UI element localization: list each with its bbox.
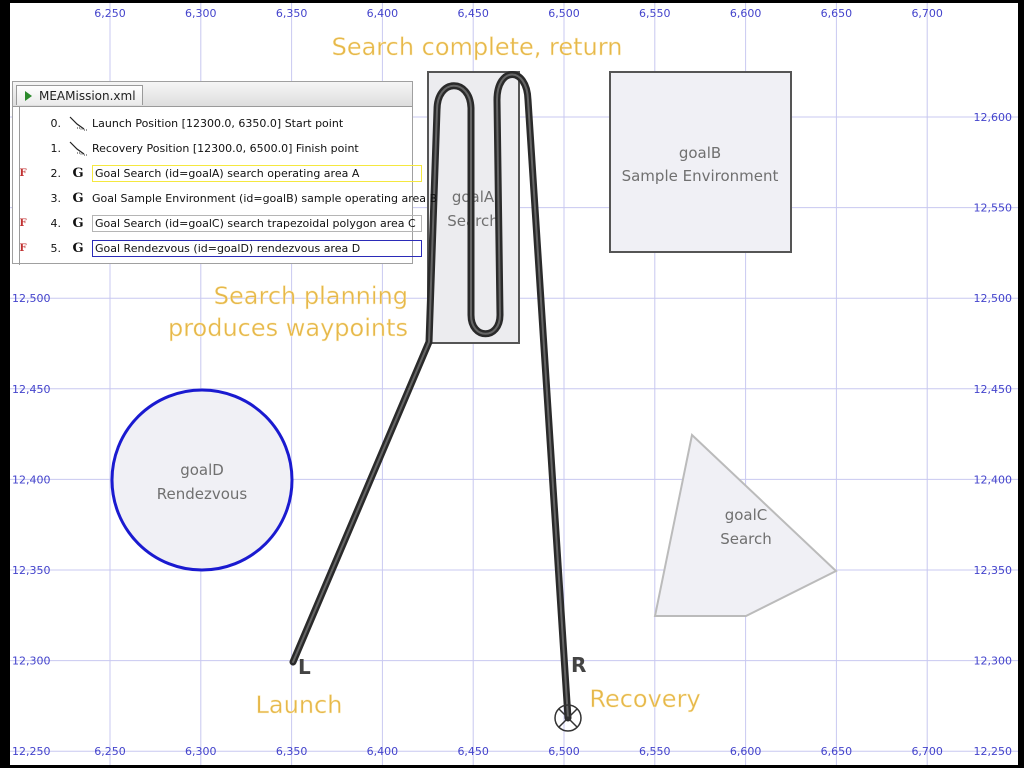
- goalB-name: goalB: [679, 144, 721, 162]
- goalD-name: goalD: [180, 461, 224, 479]
- x-tick-label: 6,550: [639, 745, 671, 758]
- x-tick-label: 6,550: [639, 7, 671, 20]
- goal-icon: G: [67, 214, 89, 232]
- goalC-name: goalC: [725, 506, 768, 524]
- goal-glyph: G: [72, 165, 84, 181]
- panel-tab-bar: MEAMission.xml: [13, 82, 412, 107]
- mission-item-text: Goal Sample Environment (id=goalB) sampl…: [92, 192, 438, 205]
- x-tick-label: 6,300: [185, 745, 217, 758]
- callout-planning-2: produces waypoints: [168, 314, 408, 342]
- callout-return: Search complete, return: [332, 33, 623, 61]
- x-tick-label: 6,350: [276, 745, 308, 758]
- mission-item[interactable]: 1. Recovery Position [12300.0, 6500.0] Fi…: [20, 136, 412, 161]
- y-tick-label: 12,550: [974, 202, 1013, 215]
- goalD-area[interactable]: [110, 388, 294, 572]
- goalC-area[interactable]: [653, 433, 838, 617]
- x-tick-label: 6,350: [276, 7, 308, 20]
- x-tick-label: 6,250: [94, 7, 126, 20]
- x-tick-label: 6,400: [367, 745, 399, 758]
- y-tick-label: 12,300: [12, 655, 51, 668]
- x-tick-label: 6,450: [457, 745, 489, 758]
- callout-recovery: Recovery: [589, 685, 700, 713]
- mission-item-index: 5.: [50, 242, 62, 255]
- goalC-label: Search: [720, 530, 772, 548]
- launch-marker[interactable]: L: [298, 655, 311, 679]
- goal-icon: G: [67, 164, 89, 182]
- y-tick-label: 12,300: [974, 655, 1013, 668]
- mission-panel: MEAMission.xml 0. Launch Position [12300.…: [12, 81, 438, 265]
- y-tick-label: 12,400: [974, 473, 1013, 486]
- x-tick-label: 6,700: [911, 745, 943, 758]
- goal-glyph: G: [72, 190, 84, 206]
- goalD-label: Rendezvous: [157, 485, 248, 503]
- callout-planning-1: Search planning: [214, 282, 408, 310]
- failure-flag-icon: F: [19, 168, 27, 179]
- mission-item-list[interactable]: 0. Launch Position [12300.0, 6350.0] Star…: [19, 107, 438, 265]
- y-tick-label: 12,350: [974, 564, 1013, 577]
- x-tick-label: 6,450: [457, 7, 489, 20]
- mission-item-index: 0.: [50, 117, 62, 130]
- mission-item-text: Goal Search (id=goalC) search trapezoida…: [92, 215, 422, 232]
- y-tick-label: 12,250: [12, 745, 51, 758]
- x-tick-label: 6,250: [94, 745, 126, 758]
- mission-item[interactable]: 3. G Goal Sample Environment (id=goalB) sa…: [20, 186, 438, 211]
- axis-ticks: 6,250 6,250 6,300 6,300 6,350 6,350 6,400 6,400…: [12, 7, 1012, 758]
- mission-item-text: Recovery Position [12300.0, 6500.0] Fini…: [92, 142, 359, 155]
- y-tick-label: 12,500: [974, 292, 1013, 305]
- x-tick-label: 6,600: [730, 745, 762, 758]
- tab-mission-file[interactable]: MEAMission.xml: [16, 85, 143, 105]
- goal-glyph: G: [72, 240, 84, 256]
- callout-launch: Launch: [256, 691, 343, 719]
- vehicle-path-highlight: [292, 73, 569, 719]
- mission-item-index: 1.: [50, 142, 62, 155]
- waypoint-start-icon: [67, 114, 89, 132]
- recovery-marker[interactable]: R: [571, 653, 586, 677]
- goal-icon: G: [67, 239, 89, 257]
- play-icon: [25, 90, 32, 101]
- mission-item[interactable]: F 4. G Goal Search (id=goalC) search trapez…: [19, 211, 422, 236]
- mission-item-index: 3.: [50, 192, 62, 205]
- x-tick-label: 6,600: [730, 7, 762, 20]
- y-tick-label: 12,450: [974, 383, 1013, 396]
- goal-glyph: G: [72, 215, 84, 231]
- x-tick-label: 6,650: [821, 745, 853, 758]
- x-tick-label: 6,300: [185, 7, 217, 20]
- mission-item[interactable]: F 2. G Goal Search (id=goalA) search operat…: [19, 161, 422, 186]
- goalB-label: Sample Environment: [622, 167, 779, 185]
- x-tick-label: 6,500: [548, 745, 580, 758]
- y-tick-label: 12,400: [12, 473, 51, 486]
- x-tick-label: 6,500: [548, 7, 580, 20]
- y-tick-label: 12,450: [12, 383, 51, 396]
- y-tick-label: 12,600: [974, 111, 1013, 124]
- mission-item[interactable]: 0. Launch Position [12300.0, 6350.0] Star…: [20, 111, 412, 136]
- y-tick-label: 12,350: [12, 564, 51, 577]
- mission-item-index: 2.: [50, 167, 62, 180]
- x-tick-label: 6,400: [367, 7, 399, 20]
- mission-item-text: Goal Search (id=goalA) search operating …: [92, 165, 422, 182]
- goal-icon: G: [67, 189, 89, 207]
- goalB-area[interactable]: [609, 71, 792, 253]
- tab-label: MEAMission.xml: [39, 88, 136, 103]
- x-tick-label: 6,650: [821, 7, 853, 20]
- x-tick-label: 6,700: [911, 7, 943, 20]
- y-tick-label: 12,250: [974, 745, 1013, 758]
- mission-item-text: Launch Position [12300.0, 6350.0] Start …: [92, 117, 344, 130]
- recovery-point-icon[interactable]: [554, 704, 582, 732]
- mission-item-text: Goal Rendezvous (id=goalD) rendezvous ar…: [92, 240, 422, 257]
- failure-flag-icon: F: [19, 243, 27, 254]
- mission-item-index: 4.: [50, 217, 62, 230]
- y-tick-label: 12,500: [12, 292, 51, 305]
- waypoint-finish-icon: [67, 139, 89, 157]
- mission-item[interactable]: F 5. G Goal Rendezvous (id=goalD) rendezvou…: [19, 236, 422, 261]
- failure-flag-icon: F: [19, 218, 27, 229]
